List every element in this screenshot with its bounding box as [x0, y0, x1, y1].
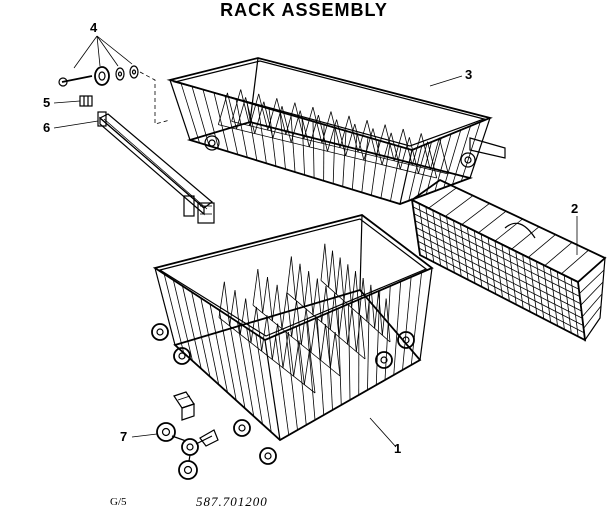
upper-rack-illustration	[166, 57, 506, 205]
rack-track-illustration	[97, 111, 215, 224]
callout-1: 1	[394, 441, 402, 456]
roller-bolt-washers-illustration	[58, 65, 171, 125]
leader-lines	[53, 35, 578, 448]
callout-3: 3	[465, 67, 473, 82]
lower-roller-assembly-illustration	[156, 391, 219, 480]
callout-4: 4	[90, 20, 98, 35]
callout-2: 2	[571, 201, 579, 216]
callout-5: 5	[43, 95, 51, 110]
diagram-title: RACK ASSEMBLY	[220, 0, 388, 20]
callout-7: 7	[120, 429, 128, 444]
model-number: 587.701200	[196, 494, 268, 509]
track-end-stop-illustration	[79, 95, 93, 107]
lower-rack-illustration	[151, 214, 434, 465]
silverware-basket-illustration	[410, 178, 607, 342]
figure-code: G/5	[110, 496, 127, 508]
callout-6: 6	[43, 120, 51, 135]
